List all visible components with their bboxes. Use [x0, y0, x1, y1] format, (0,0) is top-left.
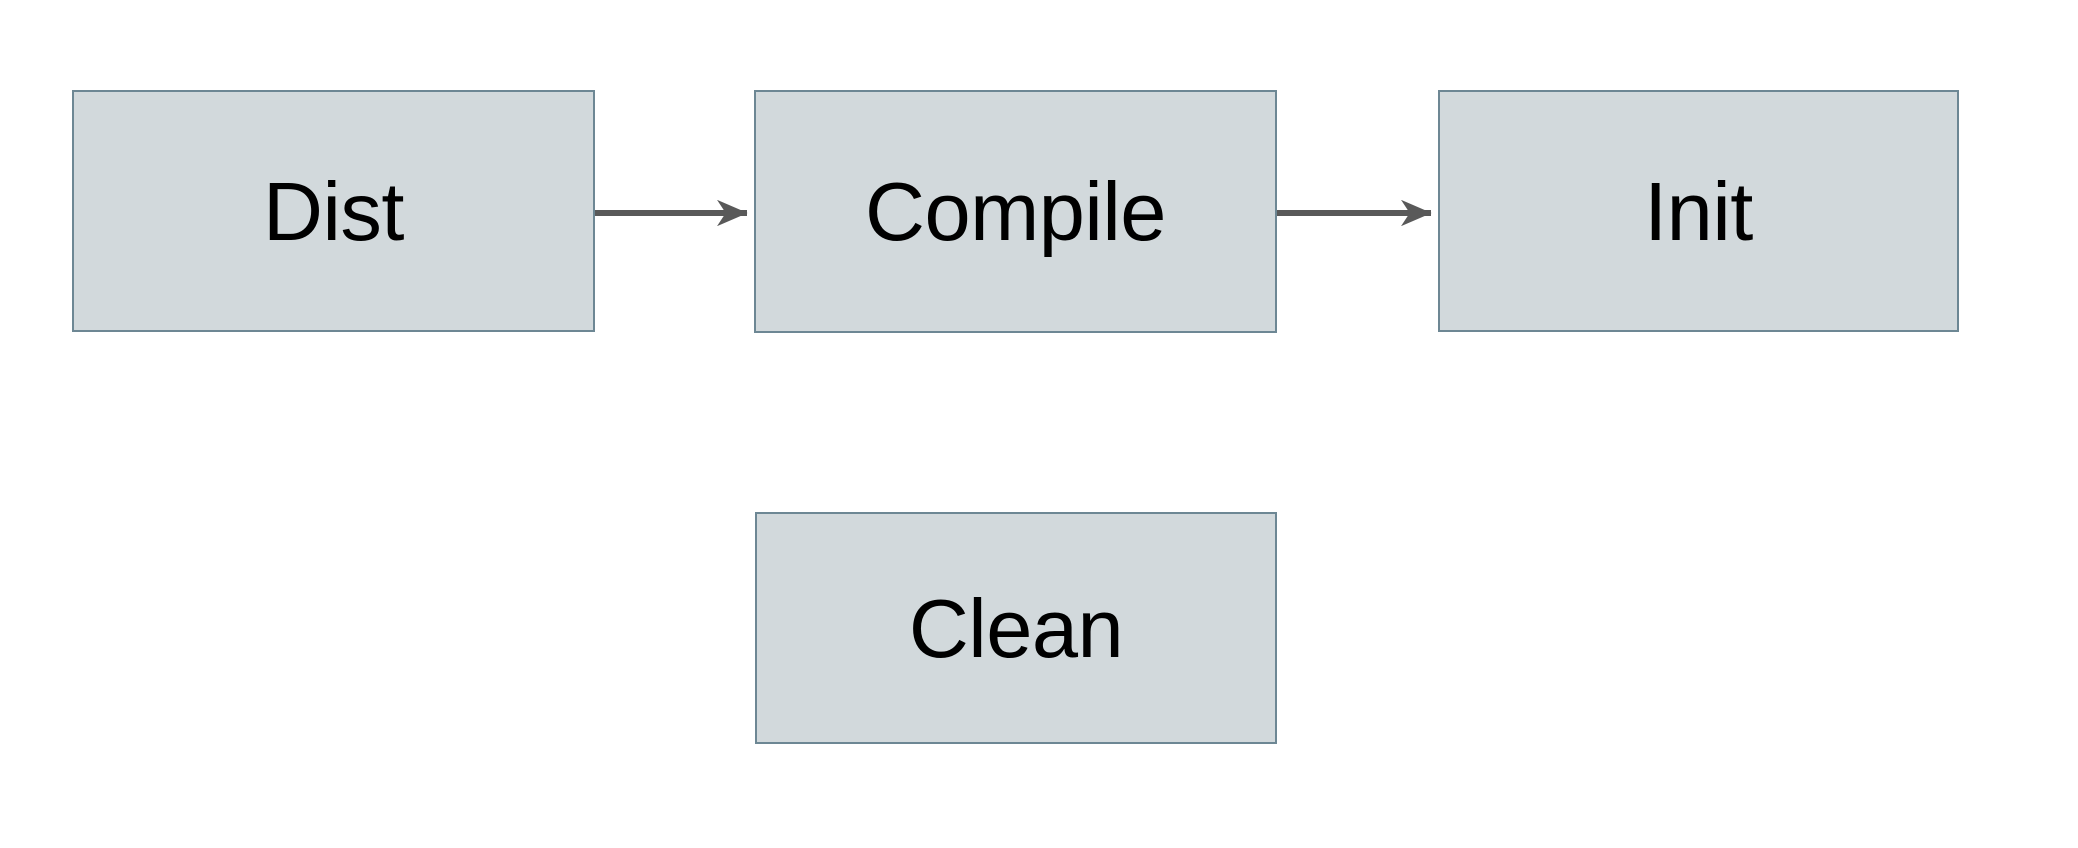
- node-clean[interactable]: Clean: [755, 512, 1277, 744]
- node-label-dist: Dist: [263, 164, 404, 258]
- node-label-init: Init: [1644, 164, 1753, 258]
- node-dist[interactable]: Dist: [72, 90, 595, 332]
- node-init[interactable]: Init: [1438, 90, 1959, 332]
- node-label-compile: Compile: [865, 165, 1166, 258]
- node-compile[interactable]: Compile: [754, 90, 1277, 333]
- node-label-clean: Clean: [908, 581, 1124, 675]
